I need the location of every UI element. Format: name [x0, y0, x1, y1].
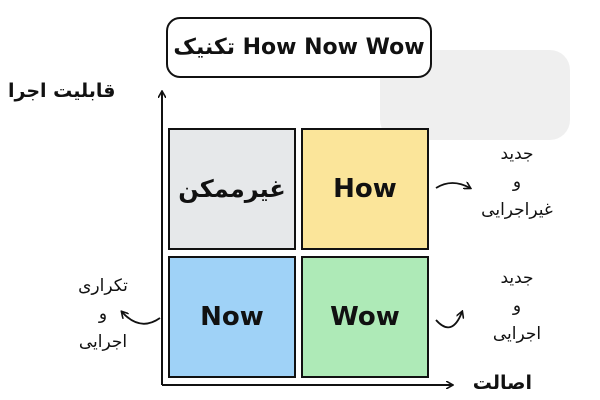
note-how: جدید و غیراجرایی — [462, 140, 572, 224]
cell-wow: Wow — [301, 256, 429, 378]
note-wow: جدید و اجرایی — [462, 264, 572, 348]
cell-now: Now — [168, 256, 296, 378]
note-now-line-1: تکراری — [78, 276, 128, 296]
note-wow-line-2: و — [512, 296, 522, 316]
title-box: تکنیک How Now Wow — [166, 17, 432, 78]
note-now: تکراری و اجرایی — [58, 272, 148, 356]
note-now-line-3: اجرایی — [78, 332, 128, 352]
note-wow-line-3: اجرایی — [492, 324, 542, 344]
how-arrow — [435, 183, 470, 188]
note-how-line-3: غیراجرایی — [481, 200, 553, 220]
page-title: تکنیک How Now Wow — [173, 35, 425, 60]
x-axis-label: اصالت — [472, 372, 532, 394]
note-how-line-1: جدید — [500, 144, 534, 164]
wow-arrow — [435, 312, 462, 329]
cell-impossible: غیرممکن — [168, 128, 296, 250]
cell-how: How — [301, 128, 429, 250]
note-wow-line-1: جدید — [500, 268, 534, 288]
note-how-line-2: و — [512, 172, 522, 192]
note-now-line-2: و — [98, 304, 108, 324]
now-arrow — [122, 312, 161, 325]
y-axis-label: قابلیت اجرا — [8, 80, 116, 102]
